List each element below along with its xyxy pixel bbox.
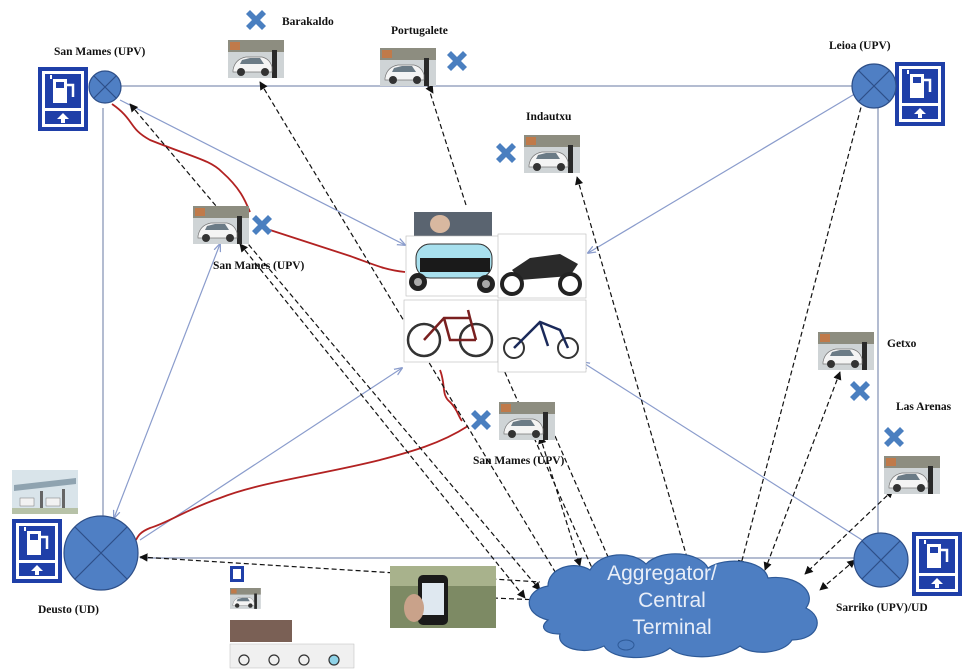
label-las-arenas: Las Arenas — [896, 401, 952, 413]
charging-station-icon-leioa — [893, 60, 947, 128]
charging-station-icon-deusto — [10, 517, 64, 585]
unavailable-x-icon-indautxu — [496, 143, 516, 163]
unavailable-x-icon-getxo — [850, 381, 870, 401]
mini-legend-stack — [229, 566, 355, 669]
network-node-icon-leioa — [851, 63, 897, 109]
label-deusto: Deusto (UD) — [38, 604, 99, 616]
label-san-mames-top: San Mames (UPV) — [54, 46, 146, 58]
parked-car-photo-san-mames-mid — [192, 205, 250, 245]
parked-car-photo-portugalete — [379, 47, 437, 87]
aggregator-cloud-icon — [528, 553, 818, 659]
unavailable-x-icon-san-mames-mid — [252, 215, 272, 235]
cloud-line-2: Central — [638, 589, 706, 612]
label-getxo: Getxo — [887, 338, 917, 350]
network-node-icon-deusto — [63, 515, 139, 591]
parked-car-photo-indautxu — [523, 134, 581, 174]
unavailable-x-icon-san-mames-low — [471, 410, 491, 430]
aggregator-links — [129, 81, 894, 604]
unavailable-x-icon-barakaldo — [246, 10, 266, 30]
label-barakaldo: Barakaldo — [282, 16, 334, 28]
charging-station-icon-sarriko — [910, 530, 964, 598]
label-san-mames-low: San Mames (UPV) — [473, 455, 565, 467]
label-leioa: Leioa (UPV) — [829, 40, 891, 52]
network-node-icon-san-mames — [88, 70, 122, 104]
smartphone-photo — [390, 566, 496, 628]
parked-car-photo-getxo — [817, 331, 875, 371]
label-portugalete: Portugalete — [391, 25, 448, 37]
label-sarriko: Sarriko (UPV)/UD — [836, 602, 928, 614]
label-san-mames-mid: San Mames (UPV) — [213, 260, 305, 272]
parked-car-photo-las-arenas — [883, 455, 941, 495]
solar-carport-photo — [12, 470, 78, 514]
cloud-line-3: Terminal — [632, 616, 711, 639]
vehicle-types-collage — [403, 212, 587, 373]
unavailable-x-icon-las-arenas — [884, 427, 904, 447]
parked-car-photo-barakaldo — [227, 39, 285, 79]
network-node-icon-sarriko — [853, 532, 909, 588]
unavailable-x-icon-portugalete — [447, 51, 467, 71]
cloud-line-1: Aggregator/ — [607, 562, 717, 585]
charging-station-icon-san-mames — [36, 65, 90, 133]
label-indautxu: Indautxu — [526, 111, 572, 123]
parked-car-photo-san-mames-low — [498, 401, 556, 441]
